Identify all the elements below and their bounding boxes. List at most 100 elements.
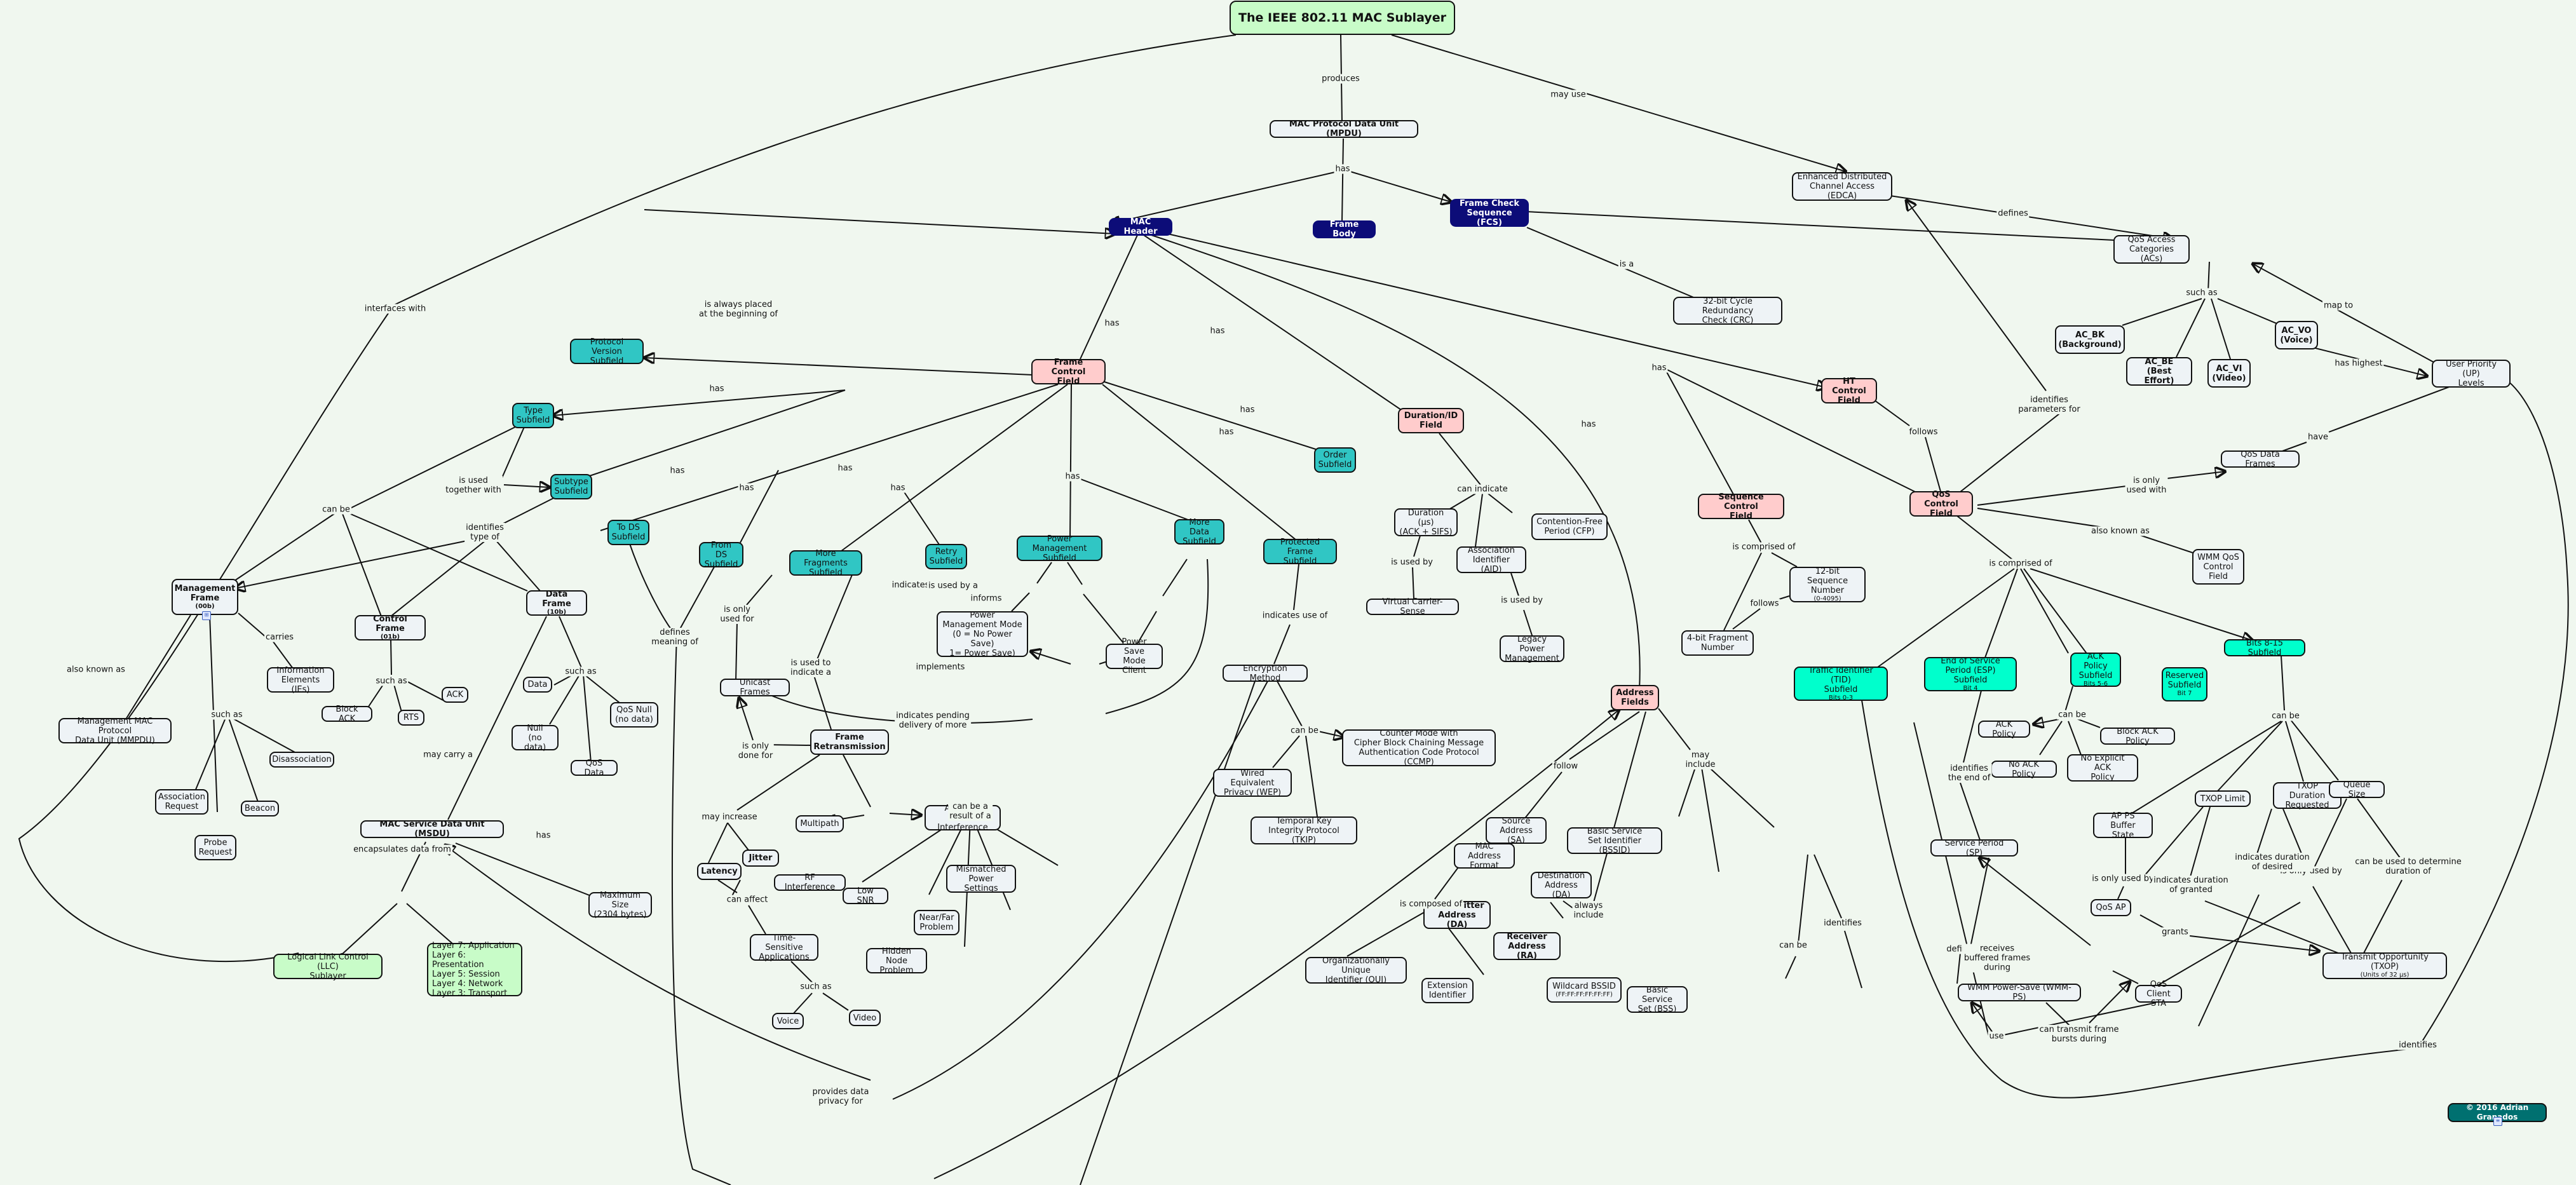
node-ap-ps-buffer[interactable]: AP PS Buffer State	[2093, 811, 2153, 840]
node-bits-8-15[interactable]: Bits 8-15 Subfield	[2224, 639, 2305, 658]
node-mmpdu[interactable]: Management MAC Protocol Data Unit (MMPDU…	[58, 717, 172, 745]
node-source-addr[interactable]: Source Address (SA)	[1486, 816, 1547, 845]
node-protocol-version[interactable]: Protocol Version Subfield	[570, 337, 644, 366]
node-unicast-frames[interactable]: Unicast Frames	[720, 678, 790, 697]
node-beacon[interactable]: Beacon	[241, 801, 279, 816]
node-virtual-cs[interactable]: Virtual Carrier-Sense	[1366, 597, 1459, 616]
node-disassociation[interactable]: Disassociation	[269, 752, 334, 768]
node-mac-addr-format[interactable]: MAC Address Format	[1454, 842, 1515, 870]
node-probe-request[interactable]: Probe Request	[194, 835, 236, 860]
node-null-data[interactable]: Null (no data)	[512, 724, 559, 752]
node-wep[interactable]: Wired Equivalent Privacy (WEP)	[1213, 769, 1292, 797]
node-oui[interactable]: Organizationally Unique Identifier (OUI)	[1305, 956, 1407, 985]
node-ack-policy[interactable]: ACK Policy	[1978, 720, 2030, 739]
node-duration-id[interactable]: Duration/ID Field	[1398, 408, 1464, 433]
node-block-ack-policy[interactable]: Block ACK Policy	[2100, 727, 2175, 746]
node-wmm-qos[interactable]: WMM QoS Control Field	[2192, 549, 2244, 585]
node-video[interactable]: Video	[849, 1010, 881, 1026]
node-up-levels[interactable]: User Priority (UP) Levels	[2432, 360, 2511, 388]
node-receiver-addr[interactable]: Receiver Address (RA)	[1493, 932, 1561, 961]
node-qos-data[interactable]: QoS Data	[571, 759, 618, 778]
node-txop[interactable]: Transmit Opportunity (TXOP) (Units of 32…	[2322, 952, 2447, 979]
node-block-ack[interactable]: Block ACK	[322, 705, 372, 724]
node-bss[interactable]: Basic Service Set (BSS)	[1627, 985, 1688, 1014]
node-frame-retransmission[interactable]: Frame Retransmission	[810, 729, 889, 755]
node-ac-vo[interactable]: AC_VO (Voice)	[2275, 321, 2318, 349]
node-no-ack-policy[interactable]: No ACK Policy	[1991, 760, 2057, 779]
node-more-data[interactable]: More Data Subfield	[1174, 518, 1224, 546]
node-qos-ac[interactable]: QoS Access Categories (ACs)	[2113, 235, 2190, 264]
node-address-fields[interactable]: Address Fields	[1611, 685, 1659, 710]
node-type-subfield[interactable]: Type Subfield	[512, 403, 554, 428]
node-reserved[interactable]: Reserved Subfield Bit 7	[2162, 667, 2207, 701]
node-extension-id[interactable]: Extension Identifier	[1421, 978, 1474, 1003]
node-voice[interactable]: Voice	[772, 1013, 804, 1029]
node-control-frame[interactable]: Control Frame (01b)	[355, 614, 426, 640]
node-ac-be[interactable]: AC_BE (Best Effort)	[2126, 357, 2192, 386]
node-ack[interactable]: ACK	[442, 687, 468, 703]
node-bssid[interactable]: Basic Service Set Identifier (BSSID)	[1567, 827, 1662, 855]
node-duration-us[interactable]: Duration (µs) (ACK + SIFS)	[1394, 508, 1458, 537]
node-frame-body[interactable]: Frame Body	[1313, 220, 1376, 239]
node-max-size[interactable]: Maximum Size (2304 bytes)	[588, 891, 652, 919]
node-edca[interactable]: Enhanced Distributed Channel Access (EDC…	[1792, 172, 1892, 201]
node-aid[interactable]: Association Identifier (AID)	[1456, 546, 1526, 574]
node-ht-control[interactable]: HT Control Field	[1821, 377, 1877, 405]
map-title[interactable]: The IEEE 802.11 MAC Sublayer	[1230, 1, 1455, 35]
node-to-ds[interactable]: To DS Subfield	[607, 520, 649, 545]
node-osi-layers[interactable]: Layer 7: Application Layer 6: Presentati…	[427, 941, 522, 998]
node-rf-interference[interactable]: RF Interference	[774, 873, 846, 892]
node-tid[interactable]: Traffic Identifier (TID) Subfield Bits 0…	[1794, 666, 1888, 701]
node-ccmp[interactable]: Counter Mode with Cipher Block Chaining …	[1342, 729, 1496, 767]
node-qos-null[interactable]: QoS Null (no data)	[610, 702, 658, 728]
node-from-ds[interactable]: From DS Subfield	[699, 541, 743, 569]
node-txop-limit[interactable]: TXOP Limit	[2195, 790, 2251, 807]
node-tkip[interactable]: Temporal Key Integrity Protocol (TKIP)	[1251, 816, 1357, 845]
node-qos-data-frames[interactable]: QoS Data Frames	[2221, 450, 2300, 469]
node-queue-size[interactable]: Queue Size	[2329, 780, 2385, 799]
node-mac-header[interactable]: MAC Header	[1109, 217, 1172, 236]
node-power-mgmt[interactable]: Power Management Subfield	[1017, 534, 1102, 563]
node-retry[interactable]: Retry Subfield	[925, 544, 967, 569]
node-protected-frame[interactable]: Protected Frame Subfield	[1263, 538, 1337, 566]
node-qos-client[interactable]: QoS Client STA	[2135, 980, 2182, 1008]
node-ac-bk[interactable]: AC_BK (Background)	[2055, 325, 2125, 354]
node-ps-client[interactable]: Power Save Mode Client	[1106, 637, 1163, 675]
node-mpdu[interactable]: MAC Protocol Data Unit (MPDU)	[1270, 119, 1418, 139]
node-jitter[interactable]: Jitter	[742, 850, 779, 867]
node-pm-mode[interactable]: Power Management Mode (0 = No Power Save…	[937, 611, 1028, 658]
node-cfp[interactable]: Contention-Free Period (CFP)	[1531, 513, 1608, 540]
node-more-fragments[interactable]: More Fragments Subfield	[789, 549, 862, 578]
node-low-snr[interactable]: Low SNR	[843, 886, 888, 905]
node-hidden-node[interactable]: Hidden Node Problem	[866, 947, 927, 975]
node-info-elements[interactable]: Information Elements (IEs)	[267, 666, 334, 694]
node-service-period[interactable]: Service Period (SP)	[1930, 839, 2018, 858]
document-icon[interactable]: ≡	[2493, 1117, 2502, 1126]
submap-icon[interactable]: ⊞	[202, 611, 211, 620]
node-frag-number[interactable]: 4-bit Fragment Number	[1681, 630, 1754, 656]
node-near-far[interactable]: Near/Far Problem	[914, 910, 959, 935]
node-ac-vi[interactable]: AC_VI (Video)	[2207, 359, 2251, 388]
node-fcs[interactable]: Frame Check Sequence (FCS)	[1450, 199, 1529, 227]
node-time-sensitive[interactable]: Time-Sensitive Applications	[750, 933, 818, 962]
node-latency[interactable]: Latency	[697, 863, 742, 880]
node-qos-control[interactable]: QoS Control Field	[1909, 490, 1973, 518]
node-wildcard-bssid[interactable]: Wildcard BSSID (FF:FF:FF:FF:FF:FF)	[1547, 977, 1622, 1003]
node-wmm-ps[interactable]: WMM Power-Save (WMM-PS)	[1958, 983, 2081, 1002]
node-seq-number[interactable]: 12-bit Sequence Number (0-4095)	[1789, 567, 1866, 602]
node-data[interactable]: Data	[523, 677, 552, 693]
node-no-explicit-ack[interactable]: No Explicit ACK Policy	[2067, 754, 2138, 782]
node-data-frame[interactable]: Data Frame (10b)	[526, 590, 587, 616]
node-sequence-control[interactable]: Sequence Control Field	[1698, 492, 1784, 521]
node-mismatched-power[interactable]: Mismatched Power Settings	[946, 865, 1016, 893]
node-encryption-method[interactable]: Encryption Method	[1223, 664, 1308, 683]
node-management-frame[interactable]: Management Frame (00b)	[172, 579, 238, 615]
node-msdu[interactable]: MAC Service Data Unit (MSDU)	[360, 820, 504, 839]
node-rts[interactable]: RTS	[398, 710, 424, 726]
node-llc[interactable]: Logical Link Control (LLC) Sublayer	[273, 952, 383, 981]
node-multipath[interactable]: Multipath	[796, 815, 844, 832]
node-subtype-subfield[interactable]: Subtype Subfield	[550, 474, 592, 499]
node-order[interactable]: Order Subfield	[1314, 447, 1356, 473]
node-assoc-request[interactable]: Association Request	[155, 789, 208, 815]
node-legacy-pm[interactable]: Legacy Power Management	[1500, 635, 1564, 663]
